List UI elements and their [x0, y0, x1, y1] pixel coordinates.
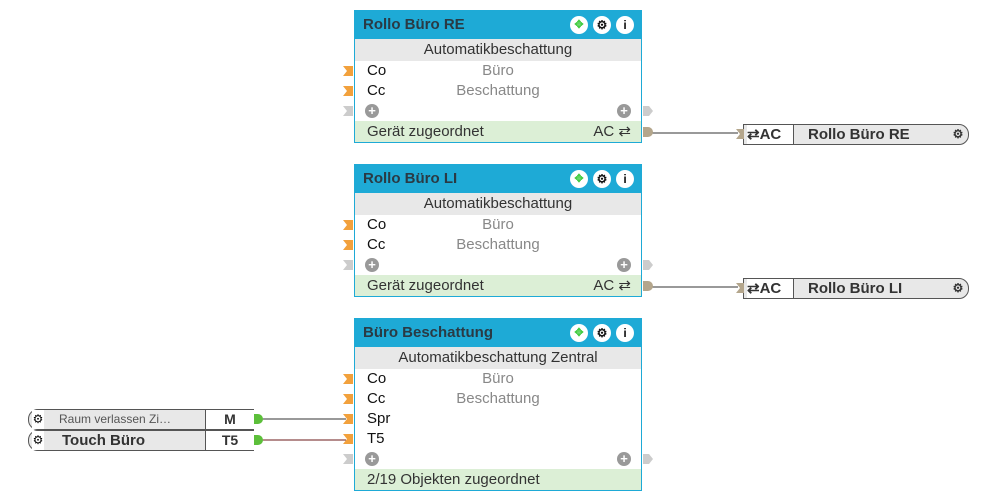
- footer-status: Gerät zugeordnet: [367, 123, 484, 140]
- output-pin[interactable]: [643, 127, 653, 137]
- footer-output-label: AC ⇄: [593, 123, 631, 140]
- input-value: Beschattung: [456, 236, 540, 253]
- input-value: Büro: [482, 370, 514, 387]
- add-output-button[interactable]: +: [617, 104, 631, 118]
- info-icon[interactable]: i: [616, 16, 634, 34]
- move-icon[interactable]: ✥: [570, 324, 588, 342]
- input-label: Cc: [367, 390, 386, 407]
- node-name: Rollo Büro RE: [808, 126, 910, 143]
- input-value: Beschattung: [456, 390, 540, 407]
- input-row[interactable]: Büro Co: [343, 369, 641, 389]
- input-label: Spr: [367, 410, 391, 427]
- empty-input-pin[interactable]: [343, 260, 353, 270]
- block-footer: 2/19 Objekten zugeordnet: [355, 469, 641, 490]
- footer-output-label: AC ⇄: [593, 277, 631, 294]
- node-name: Rollo Büro LI: [808, 280, 903, 297]
- input-row[interactable]: Beschattung Cc: [343, 389, 641, 409]
- block-header[interactable]: Rollo Büro RE ✥ ⚙ i: [355, 11, 641, 39]
- block-subtitle: Automatikbeschattung: [355, 39, 641, 61]
- add-input-button[interactable]: +: [365, 452, 379, 466]
- input-label: Co: [367, 370, 387, 387]
- block-title: Rollo Büro RE: [363, 16, 465, 33]
- logic-block[interactable]: Büro Beschattung ✥ ⚙ i Automatikbeschatt…: [343, 318, 653, 491]
- add-output-button[interactable]: +: [617, 452, 631, 466]
- footer-status: Gerät zugeordnet: [367, 277, 484, 294]
- move-icon[interactable]: ✥: [570, 16, 588, 34]
- input-pin[interactable]: [343, 240, 353, 250]
- logic-block[interactable]: Rollo Büro LI ✥ ⚙ i Automatikbeschattung…: [343, 164, 653, 297]
- block-title: Rollo Büro LI: [363, 170, 458, 187]
- output-pin[interactable]: [643, 281, 653, 291]
- block-subtitle: Automatikbeschattung: [355, 193, 641, 215]
- input-pin[interactable]: [343, 394, 353, 404]
- input-row[interactable]: Büro Co: [343, 215, 641, 235]
- add-input-button[interactable]: +: [365, 104, 379, 118]
- input-label: Cc: [367, 236, 386, 253]
- gear-icon[interactable]: ⚙: [593, 170, 611, 188]
- move-icon[interactable]: ✥: [570, 170, 588, 188]
- info-icon[interactable]: i: [616, 324, 634, 342]
- input-pin[interactable]: [343, 220, 353, 230]
- add-row: + +: [343, 101, 653, 121]
- input-row[interactable]: Spr: [343, 409, 641, 429]
- block-subtitle: Automatikbeschattung Zentral: [355, 347, 641, 369]
- empty-output-pin[interactable]: [643, 106, 653, 116]
- input-label: Co: [367, 62, 387, 79]
- input-pin[interactable]: [343, 414, 353, 424]
- gear-icon[interactable]: ⚙: [32, 431, 44, 450]
- input-row[interactable]: Büro Co: [343, 61, 641, 81]
- input-value: Büro: [482, 216, 514, 233]
- node-name: Touch Büro: [62, 432, 146, 449]
- block-footer: Gerät zugeordnet AC ⇄: [355, 275, 653, 296]
- node-port: M: [205, 410, 254, 429]
- input-value: Beschattung: [456, 82, 540, 99]
- empty-input-pin[interactable]: [343, 454, 353, 464]
- footer-status: 2/19 Objekten zugeordnet: [367, 471, 540, 488]
- gear-icon[interactable]: ⚙: [593, 16, 611, 34]
- node-name: Raum verlassen Zi…: [59, 412, 172, 426]
- block-header[interactable]: Büro Beschattung ✥ ⚙ i: [355, 319, 641, 347]
- gear-icon[interactable]: ⚙: [32, 410, 44, 429]
- input-node[interactable]: ⚙ Raum verlassen Zi… M: [28, 409, 263, 430]
- logic-block[interactable]: Rollo Büro RE ✥ ⚙ i Automatikbeschattung…: [343, 10, 653, 143]
- empty-input-pin[interactable]: [343, 106, 353, 116]
- input-label: Co: [367, 216, 387, 233]
- info-icon[interactable]: i: [616, 170, 634, 188]
- input-pin[interactable]: [343, 374, 353, 384]
- add-output-button[interactable]: +: [617, 258, 631, 272]
- output-node[interactable]: ⇄AC Rollo Büro LI ⚙: [736, 278, 969, 299]
- add-row: + +: [343, 255, 653, 275]
- add-row: + +: [343, 449, 653, 469]
- input-label: T5: [367, 430, 385, 447]
- node-output-pin[interactable]: [254, 435, 263, 445]
- node-port: ⇄AC: [747, 279, 794, 298]
- input-value: Büro: [482, 62, 514, 79]
- gear-icon[interactable]: ⚙: [593, 324, 611, 342]
- node-input-pin[interactable]: [736, 283, 744, 293]
- node-output-pin[interactable]: [254, 414, 263, 424]
- node-port: ⇄AC: [747, 125, 794, 144]
- input-row[interactable]: Beschattung Cc: [343, 235, 641, 255]
- input-pin[interactable]: [343, 86, 353, 96]
- input-pin[interactable]: [343, 66, 353, 76]
- empty-output-pin[interactable]: [643, 454, 653, 464]
- block-title: Büro Beschattung: [363, 324, 494, 341]
- gear-icon[interactable]: ⚙: [952, 281, 964, 295]
- node-port: T5: [205, 431, 254, 450]
- input-row[interactable]: Beschattung Cc: [343, 81, 641, 101]
- add-input-button[interactable]: +: [365, 258, 379, 272]
- block-footer: Gerät zugeordnet AC ⇄: [355, 121, 653, 142]
- input-pin[interactable]: [343, 434, 353, 444]
- node-input-pin[interactable]: [736, 129, 744, 139]
- output-node[interactable]: ⇄AC Rollo Büro RE ⚙: [736, 124, 969, 145]
- block-header[interactable]: Rollo Büro LI ✥ ⚙ i: [355, 165, 641, 193]
- input-node[interactable]: ⚙ Touch Büro T5: [28, 430, 263, 451]
- empty-output-pin[interactable]: [643, 260, 653, 270]
- gear-icon[interactable]: ⚙: [952, 127, 964, 141]
- input-label: Cc: [367, 82, 386, 99]
- input-row[interactable]: T5: [343, 429, 641, 449]
